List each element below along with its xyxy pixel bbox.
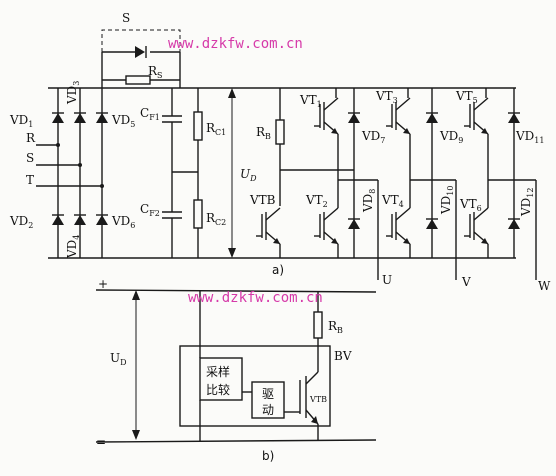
- ud-label-b: UD: [110, 351, 127, 367]
- rb-label-b: RB: [328, 319, 343, 335]
- vd1-label: VD1: [9, 113, 33, 129]
- vd11-label: VD11: [515, 129, 544, 145]
- drive-label-2: 动: [262, 403, 274, 417]
- vt5-label: VT5: [455, 89, 478, 105]
- input-s-label: S: [26, 151, 34, 165]
- diagram-a: S RS CF1 CF2 RC1 RC2 UD RB VTB VD1 VD2 V…: [9, 11, 551, 293]
- leg-v: [385, 88, 457, 280]
- leg-w: [463, 88, 537, 280]
- caption-b: b): [262, 449, 274, 463]
- vd10-label: VD10: [439, 186, 455, 215]
- switch-label: S: [122, 11, 130, 25]
- vt4-label: VT4: [381, 193, 404, 209]
- drive-label-1: 驱: [262, 387, 274, 401]
- vd9-label: VD9: [439, 129, 463, 145]
- sampling-label-2: 比较: [206, 382, 230, 397]
- input-t-label: T: [26, 173, 34, 187]
- watermark-middle: www.dzkfw.com.cn: [188, 290, 323, 306]
- diagram-b: + = UD RB BV 采样 比较 驱 动 VTB b): [95, 277, 377, 463]
- vtb-label-b: VTB: [309, 395, 327, 404]
- vd2-label: VD2: [9, 214, 33, 230]
- ud-label-a: UD: [240, 167, 257, 183]
- vt6-label: VT6: [459, 197, 482, 213]
- rb-label-a: RB: [256, 125, 271, 141]
- rs-label: RS: [148, 64, 163, 80]
- input-r-label: R: [26, 131, 36, 145]
- vt1-label: VT1: [299, 93, 322, 109]
- vd8-label: VD8: [361, 189, 377, 213]
- minus-label: =: [96, 435, 106, 449]
- output-u-label: U: [382, 273, 392, 287]
- vd5-label: VD5: [111, 113, 135, 129]
- vd3-label: VD3: [65, 81, 81, 105]
- bv-label: BV: [334, 349, 352, 363]
- vd7-label: VD7: [361, 129, 385, 145]
- caption-a: a): [272, 263, 284, 277]
- cf2-label: CF2: [140, 202, 160, 218]
- vtb-label-a: VTB: [249, 193, 276, 207]
- plus-label: +: [98, 277, 108, 291]
- output-v-label: V: [461, 275, 471, 289]
- leg-u: [313, 88, 379, 280]
- sampling-label-1: 采样: [206, 364, 230, 379]
- rc2-label: RC2: [206, 211, 226, 227]
- cf1-label: CF1: [140, 106, 160, 122]
- vd4-label: VD4: [65, 235, 81, 259]
- watermark-top: www.dzkfw.com.cn: [168, 36, 303, 52]
- vt3-label: VT3: [375, 89, 398, 105]
- rc1-label: RC1: [206, 121, 226, 137]
- vt2-label: VT2: [305, 193, 328, 209]
- vd6-label: VD6: [111, 214, 135, 230]
- vd12-label: VD12: [519, 188, 535, 217]
- output-w-label: W: [538, 279, 551, 293]
